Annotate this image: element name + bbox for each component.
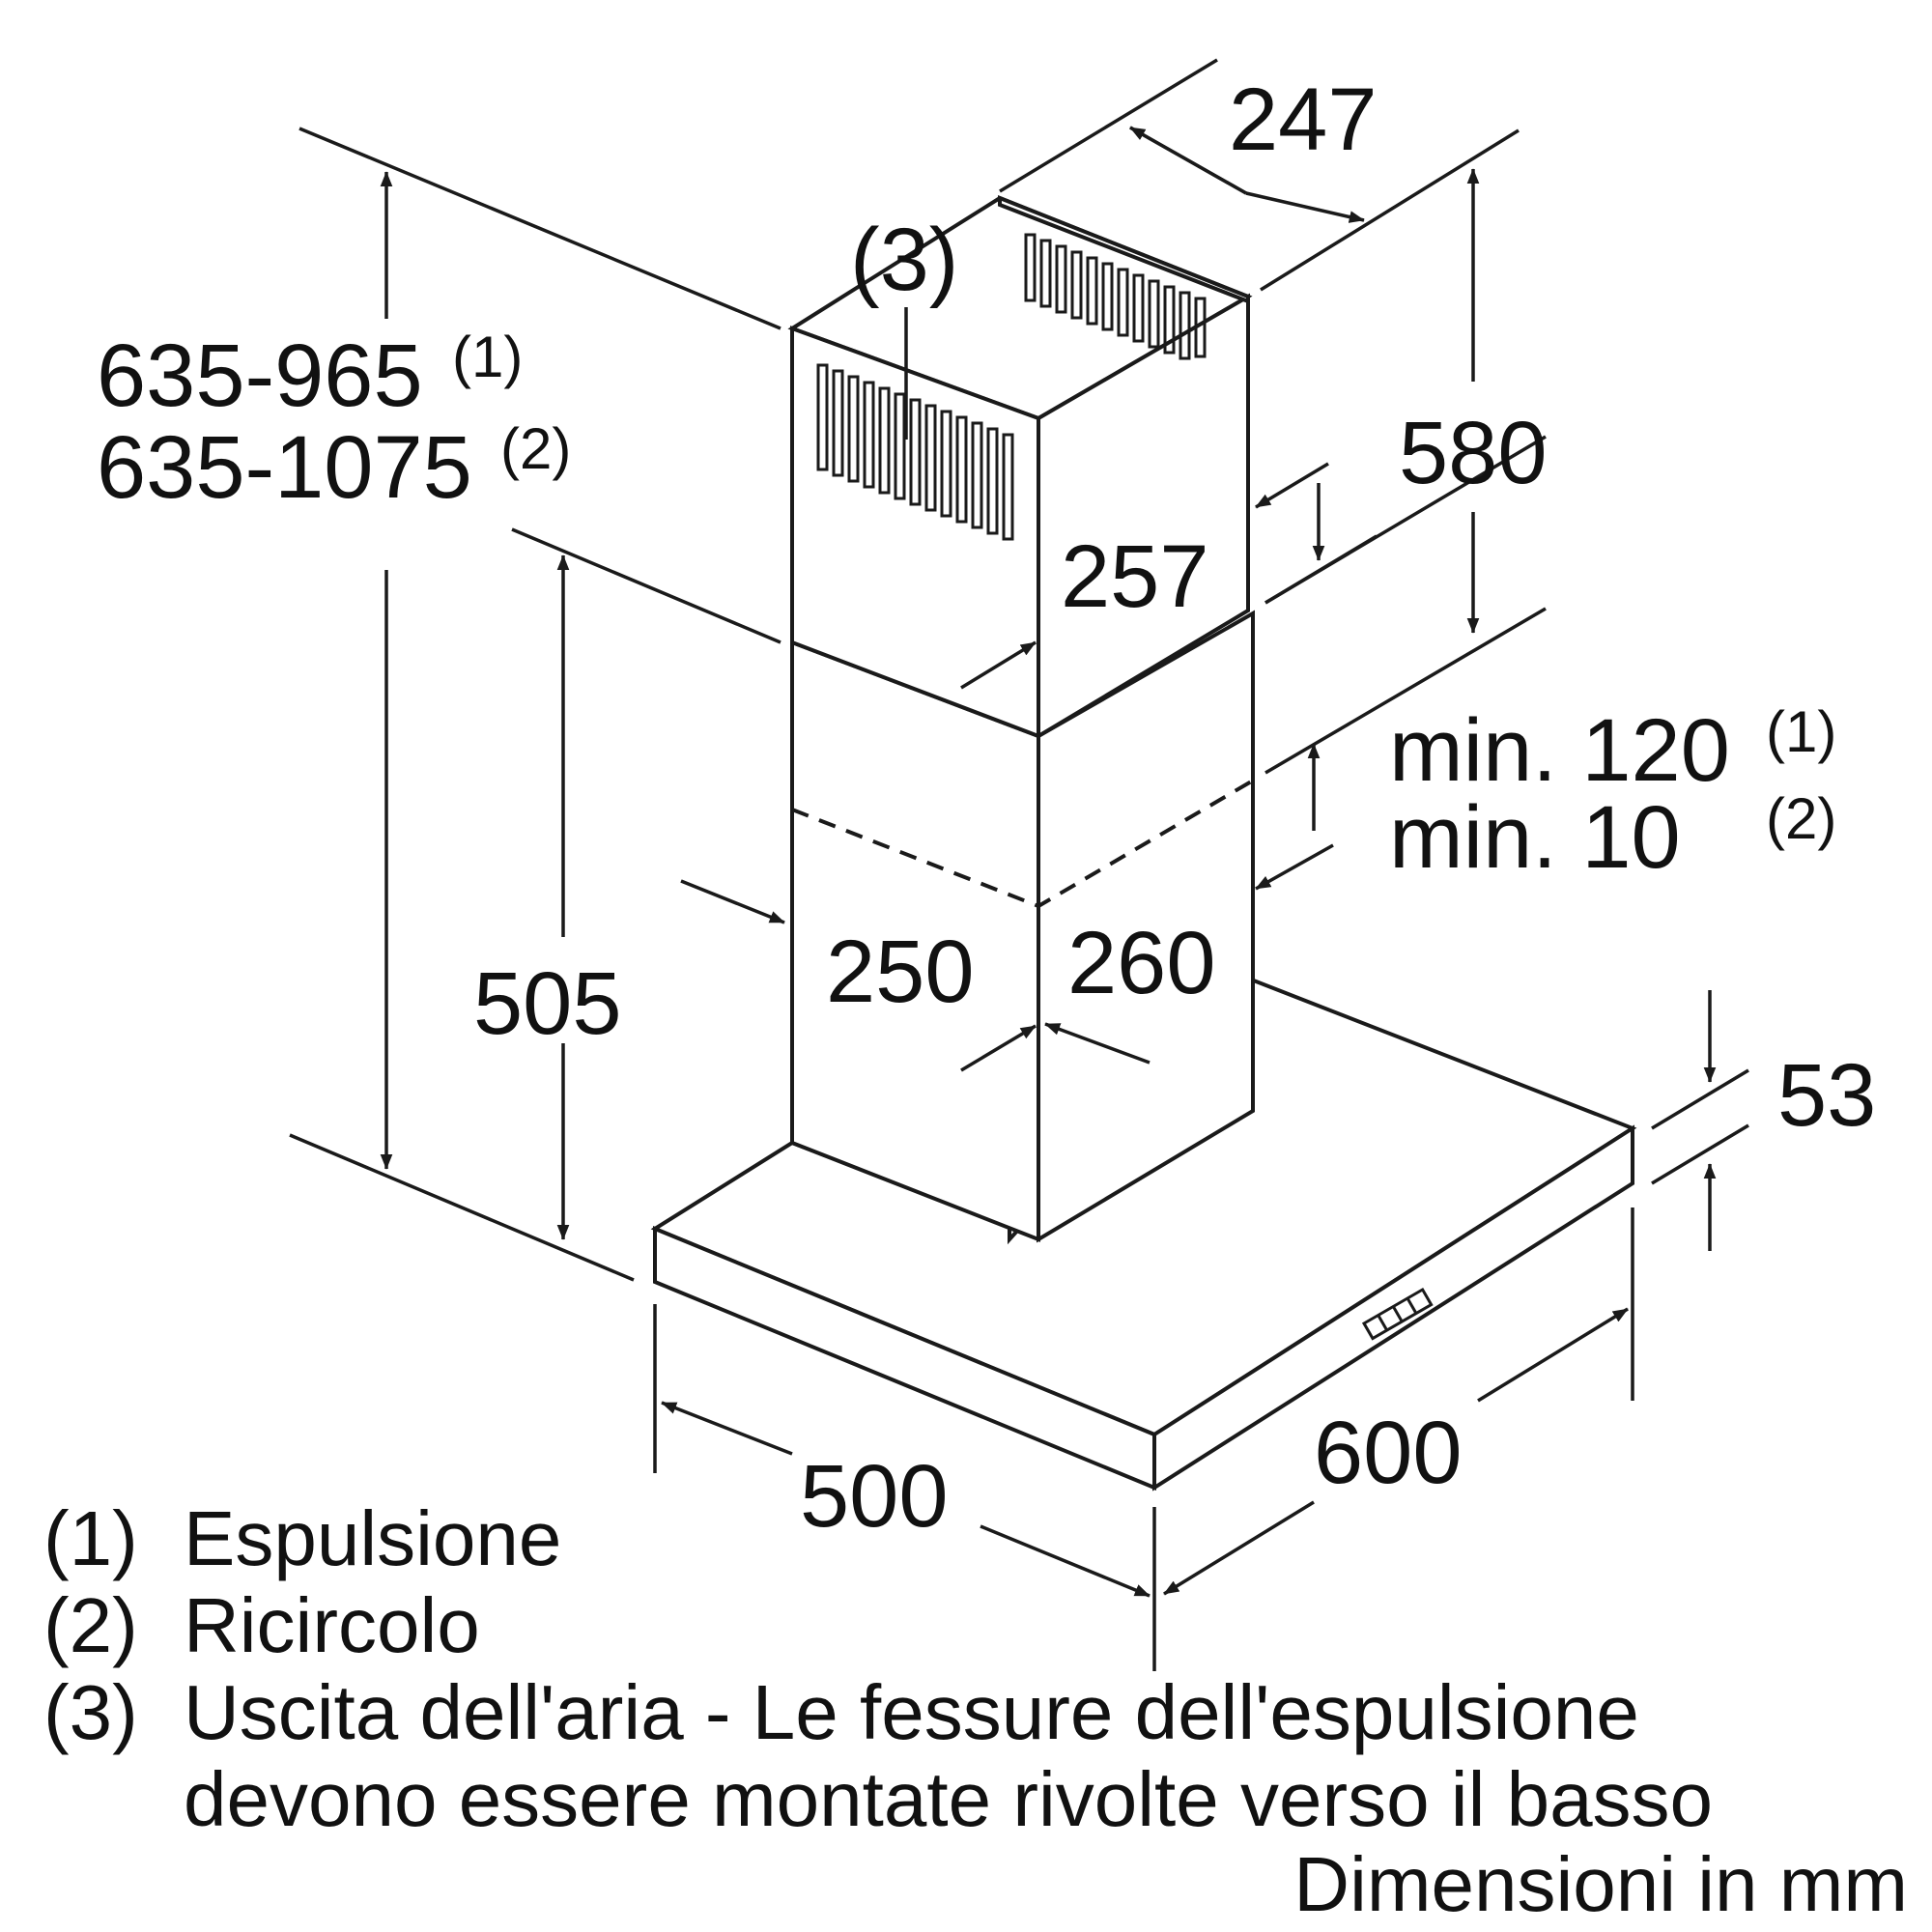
- legend-key-2: (2): [43, 1582, 138, 1668]
- air-outlet-slots-back: [1024, 233, 1207, 360]
- legend-key-1: (1): [43, 1495, 138, 1581]
- hood-thickness-label: 53: [1777, 1046, 1876, 1145]
- hood-canopy: [650, 975, 1637, 1492]
- extension-lines: [289, 58, 1749, 1671]
- upper-chimney-back-side: [998, 195, 1250, 304]
- dimension-arrows: [380, 126, 1717, 1598]
- control-panel: [1361, 1287, 1434, 1341]
- min-clearance-label-1: min. 120: [1389, 701, 1730, 800]
- overall-height-note-1: (1): [452, 325, 523, 389]
- chimney-depth-label: 247: [1229, 71, 1378, 169]
- dimension-labels: 635-965 (1) 635-1075 (2) (3) 247 580 257…: [97, 71, 1876, 1546]
- air-outlet-slots-front: [816, 363, 1014, 541]
- overall-height-label-1: 635-965: [97, 327, 423, 425]
- min-clearance-note-2: (2): [1766, 786, 1836, 851]
- min-clearance-note-1: (1): [1766, 699, 1836, 764]
- lower-chimney-side: [1037, 610, 1255, 1243]
- legend: (1) Espulsione (2) Ricircolo (3) Uscita …: [43, 1495, 1908, 1927]
- upper-width-label: 257: [1061, 527, 1209, 626]
- upper-height-label: 580: [1399, 404, 1548, 502]
- upper-chimney-side: [1037, 293, 1250, 740]
- legend-text-1: Espulsione: [184, 1495, 561, 1581]
- legend-text-3b: devono essere montate rivolte verso il b…: [184, 1756, 1713, 1842]
- upper-chimney: [787, 195, 1253, 740]
- hood-depth-label: 500: [800, 1447, 949, 1546]
- hidden-overlap-line: [791, 779, 1255, 909]
- lower-chimney: [790, 610, 1255, 1243]
- overall-height-label-2: 635-1075: [97, 418, 472, 517]
- lower-left-width-label: 250: [826, 923, 975, 1021]
- legend-text-2: Ricircolo: [184, 1582, 480, 1668]
- legend-key-3: (3): [43, 1669, 138, 1755]
- legend-text-3: Uscita dell'aria - Le fessure dell'espul…: [184, 1669, 1639, 1755]
- units-note: Dimensioni in mm: [1293, 1841, 1908, 1927]
- min-clearance-label-2: min. 10: [1389, 788, 1681, 887]
- lower-right-width-label: 260: [1067, 914, 1216, 1012]
- slot-callout-label: (3): [850, 211, 958, 309]
- overall-height-note-2: (2): [500, 416, 571, 481]
- hood-width-label: 600: [1314, 1404, 1463, 1502]
- clearance-height-label: 505: [473, 954, 622, 1053]
